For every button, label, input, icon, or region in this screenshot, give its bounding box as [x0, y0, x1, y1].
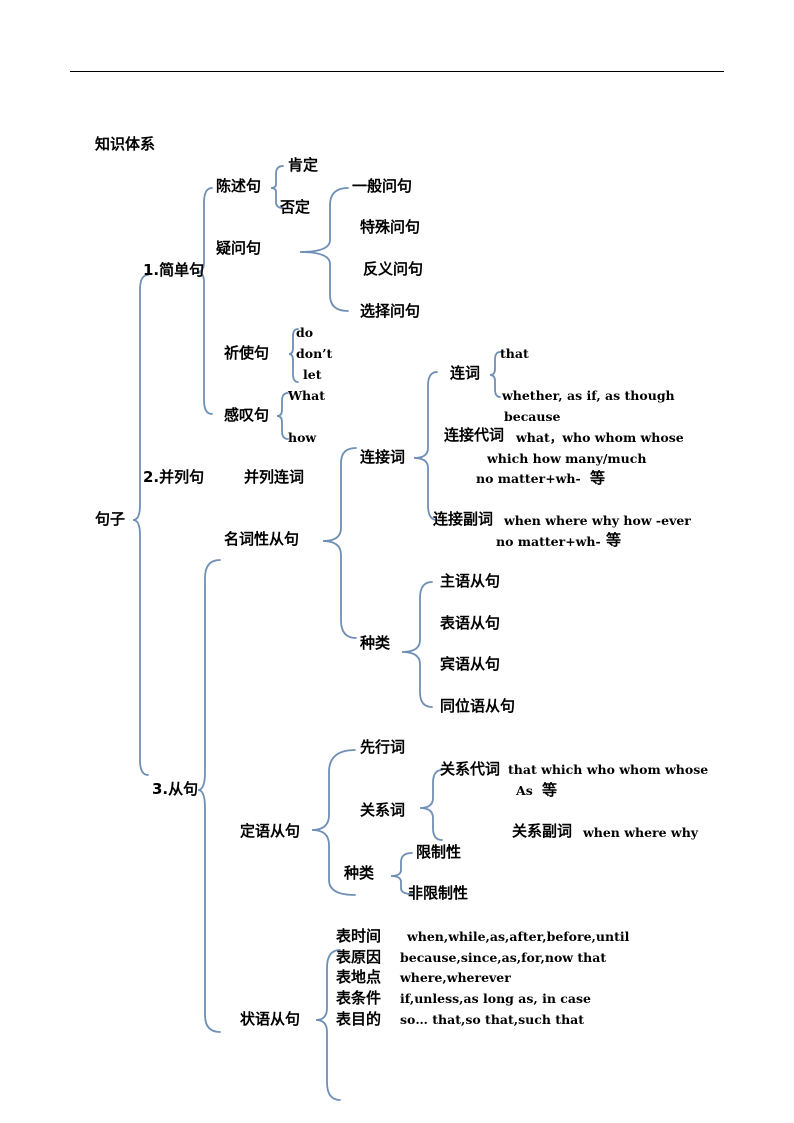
node-simple-sentence: 1.简单句	[143, 261, 205, 279]
brace-attr-types	[390, 852, 413, 895]
node-special-question: 特殊问句	[360, 218, 421, 236]
adverbial-words: where,wherever	[400, 970, 511, 985]
node-attributive-clause: 定语从句	[240, 822, 301, 840]
word-because: because	[504, 409, 561, 424]
adverbial-words: if,unless,as long as, in case	[400, 991, 591, 1006]
adverbial-kind: 表原因	[336, 948, 382, 966]
node-imperative: 祈使句	[224, 344, 270, 362]
node-adverbial-clause: 状语从句	[240, 1010, 301, 1028]
brace-interrogative	[299, 187, 349, 312]
brace-connectives	[413, 371, 438, 521]
adverbial-kind: 表条件	[336, 989, 382, 1007]
page-title: 知识体系	[95, 135, 156, 153]
word-how: how	[288, 430, 317, 445]
node-attr-types: 种类	[344, 864, 375, 882]
node-relatives: 关系词	[360, 801, 406, 819]
adverbial-kind: 表目的	[336, 1010, 382, 1028]
node-coordinating-conjunction: 并列连词	[244, 468, 305, 486]
node-affirmative: 肯定	[288, 156, 319, 174]
node-relative-adverb: 关系副词	[512, 822, 573, 840]
node-conjunctions: 连词	[450, 364, 481, 382]
words-connective-adverb: when where why how -ever	[504, 513, 691, 528]
words-whether: whether, as if, as though	[502, 388, 675, 403]
adverbial-words: when,while,as,after,before,until	[407, 929, 630, 944]
node-connectives: 连接词	[360, 448, 406, 466]
word-etc-1: 等	[590, 469, 606, 487]
words-relative-pronoun: that which who whom whose	[508, 762, 709, 777]
node-relative-pronoun: 关系代词	[440, 760, 501, 778]
brace-simple	[196, 187, 213, 415]
brace-exclamatory	[276, 392, 289, 440]
words-connective-pronoun: what，who whom whose	[516, 430, 684, 445]
word-what: What	[288, 388, 325, 403]
brace-noun	[322, 447, 357, 639]
header-rule	[70, 71, 724, 72]
brace-attributive	[311, 749, 356, 896]
word-as: As	[516, 783, 533, 798]
word-that: that	[500, 346, 529, 361]
adverbial-kind: 表时间	[336, 927, 382, 945]
node-connective-adverb: 连接副词	[433, 510, 494, 528]
word-etc-3: 等	[542, 781, 558, 799]
word-dont: don’t	[296, 346, 333, 361]
node-exclamatory: 感叹句	[224, 406, 270, 424]
words-connective-pronoun-3: no matter+wh-	[476, 471, 581, 486]
word-let: let	[303, 367, 322, 382]
adverbial-kind: 表地点	[336, 968, 382, 986]
brace-complex	[197, 559, 221, 1033]
node-negative: 否定	[280, 198, 311, 216]
brace-conjunctions	[489, 351, 501, 398]
brace-relatives	[419, 769, 443, 841]
brace-adverbial	[315, 949, 341, 1101]
node-compound-sentence: 2.并列句	[143, 468, 205, 486]
node-object-clause: 宾语从句	[440, 655, 501, 673]
words-relative-adverb: when where why	[583, 825, 699, 840]
node-restrictive: 限制性	[416, 843, 462, 861]
adverbial-words: so… that,so that,such that	[400, 1012, 585, 1027]
words-connective-pronoun-2: which how many/much	[487, 451, 647, 466]
node-appositive-clause: 同位语从句	[440, 697, 516, 715]
word-etc-2: 等	[606, 531, 622, 549]
node-interrogative: 疑问句	[216, 239, 262, 257]
adverbial-words: because,since,as,for,now that	[400, 950, 607, 965]
node-noun-clause: 名词性从句	[224, 530, 300, 548]
node-connective-pronoun: 连接代词	[444, 426, 505, 444]
node-antecedent: 先行词	[360, 738, 406, 756]
node-nonrestrictive: 非限制性	[408, 884, 469, 902]
node-choice-question: 选择问句	[360, 302, 421, 320]
node-subject-clause: 主语从句	[440, 572, 501, 590]
brace-imperative	[288, 328, 299, 383]
node-tag-question: 反义问句	[363, 260, 424, 278]
brace-noun-types	[401, 581, 433, 708]
node-sentence: 句子	[95, 510, 126, 528]
node-clause: 3.从句	[152, 780, 199, 798]
node-predicative-clause: 表语从句	[440, 614, 501, 632]
word-do: do	[296, 325, 314, 340]
words-connective-adverb-2: no matter+wh-	[496, 534, 601, 549]
node-noun-types: 种类	[360, 634, 391, 652]
node-general-question: 一般问句	[352, 177, 413, 195]
node-declarative: 陈述句	[216, 177, 262, 195]
brace-root	[132, 274, 149, 776]
brace-declarative	[270, 165, 284, 209]
